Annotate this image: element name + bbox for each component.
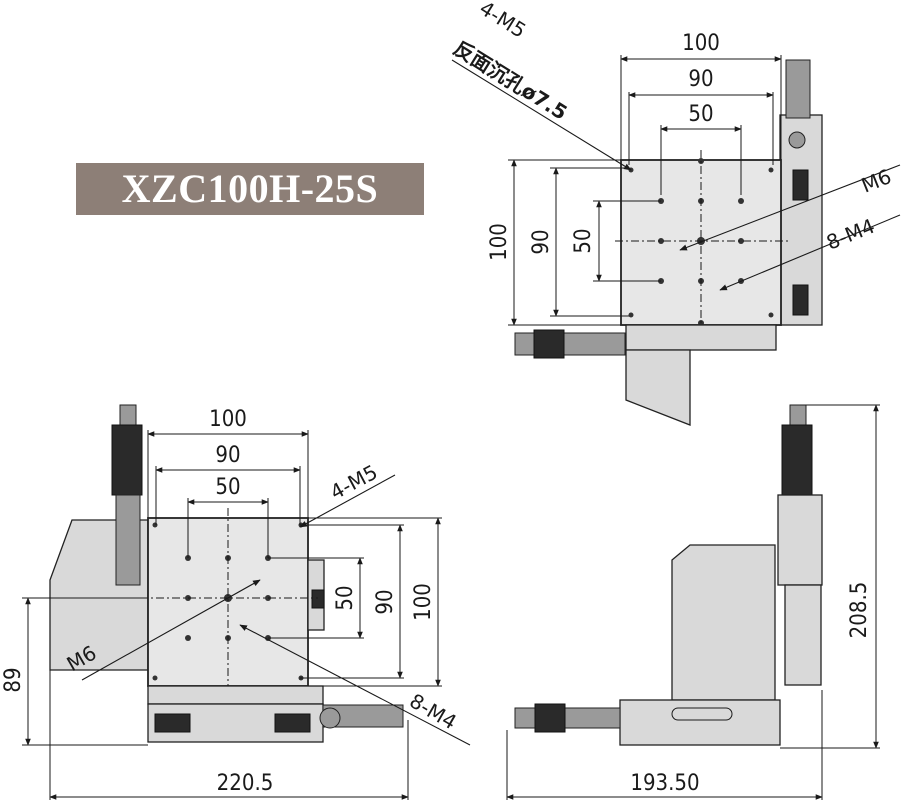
top-view-bracket <box>625 349 691 426</box>
front-width-220: 220.5 <box>217 771 274 796</box>
top-view-bottom-body <box>625 324 777 351</box>
side-base <box>619 699 781 746</box>
top-height-50: 50 <box>571 228 596 253</box>
top-height-90: 90 <box>529 229 554 254</box>
front-micrometer <box>115 494 141 586</box>
top-view: 100 90 50 100 90 50 4-M5 反面沉孔ø7.5 M6 8-M… <box>449 0 901 426</box>
side-height-208: 208.5 <box>847 582 872 639</box>
front-width-100: 100 <box>209 407 247 432</box>
top-label-8m4: 8-M4 <box>823 214 878 255</box>
front-width-90: 90 <box>215 443 240 468</box>
front-height-50: 50 <box>333 585 358 610</box>
side-view: 208.5 193.50 <box>506 404 880 800</box>
top-label-countersink: 反面沉孔ø7.5 <box>449 36 571 125</box>
front-height-90: 90 <box>373 589 398 614</box>
front-width-50: 50 <box>215 475 240 500</box>
side-micrometer-drum <box>534 703 566 733</box>
top-height-100: 100 <box>487 223 512 261</box>
front-height-100: 100 <box>411 583 436 621</box>
side-micrometer <box>514 707 621 729</box>
side-column-top <box>777 494 823 586</box>
top-width-100: 100 <box>682 31 720 56</box>
top-view-screw-block-2 <box>792 284 809 316</box>
side-column <box>784 584 822 686</box>
top-view-micrometer-top <box>785 59 811 119</box>
front-label-8m4: 8-M4 <box>406 689 461 735</box>
top-width-50: 50 <box>688 102 713 127</box>
side-bracket <box>671 544 776 701</box>
top-view-holes <box>628 158 774 326</box>
top-view-screw-block <box>792 169 809 201</box>
front-view: 100 90 50 100 90 50 4-M5 M6 8-M4 89 <box>1 404 471 800</box>
top-view-micrometer <box>514 332 626 356</box>
top-view-knob <box>788 131 806 149</box>
top-label-4m5: 4-M5 <box>475 0 530 43</box>
top-view-micrometer-knob <box>533 329 565 359</box>
side-width-193: 193.50 <box>630 771 699 796</box>
top-width-90: 90 <box>688 67 713 92</box>
front-height-89: 89 <box>1 667 26 692</box>
front-micrometer-knob <box>111 424 143 496</box>
side-micrometer-knob <box>781 424 813 496</box>
front-base-top <box>147 685 324 705</box>
model-title: XZC100H-25S <box>76 163 424 215</box>
